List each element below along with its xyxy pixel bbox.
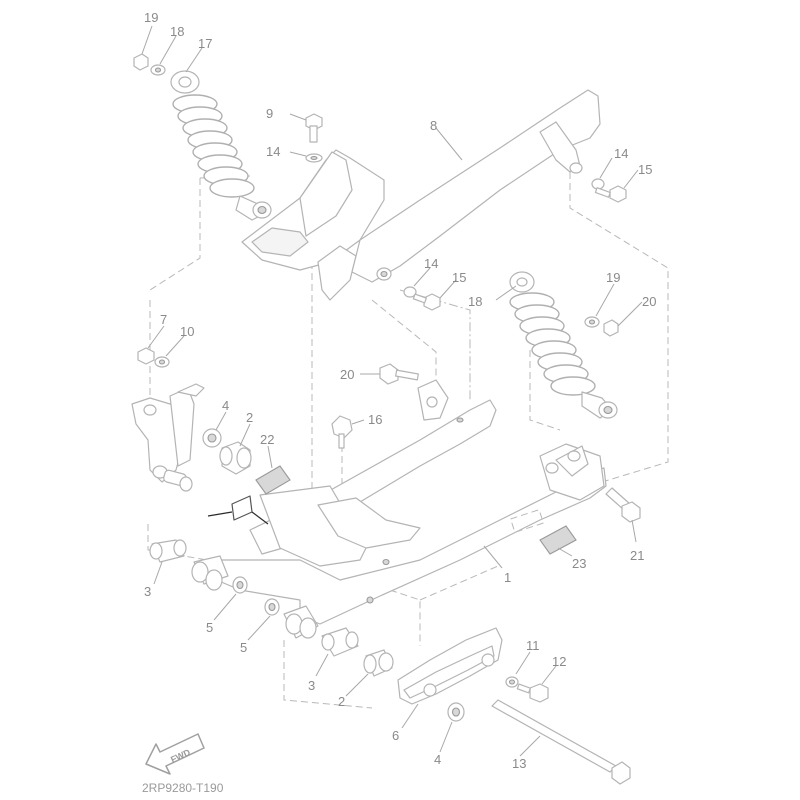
callout-17-top-left: 17 — [198, 36, 212, 51]
chain-case — [241, 89, 601, 301]
callout-20-upper: 20 — [340, 367, 354, 382]
callout-7: 7 — [160, 312, 167, 327]
callout-6: 13 — [512, 756, 526, 771]
washer-4-pivot-shaft-6 — [447, 699, 631, 785]
callout-21: 22 — [260, 432, 274, 447]
callout-4-left: 4 — [222, 398, 229, 413]
callout-15-right: 15 — [638, 162, 652, 177]
callout-8: 10 — [180, 324, 194, 339]
callout-15-mid: 15 — [452, 270, 466, 285]
chain-case-fasteners-right — [403, 178, 627, 311]
bolt-20-upper — [379, 363, 419, 385]
callout-20-right: 21 — [630, 548, 644, 563]
callout-18-top-left: 18 — [170, 24, 184, 39]
swingarm — [209, 379, 607, 625]
label-23 — [231, 495, 253, 521]
right-shock-spring — [509, 292, 596, 396]
left-shock-absorber — [170, 70, 272, 221]
callout-19-top-left: 19 — [144, 10, 158, 25]
left-bracket — [131, 383, 205, 492]
callout-17-right: 18 — [468, 294, 482, 309]
label-22 — [539, 525, 577, 555]
bolt-20-right — [605, 487, 641, 523]
leader-lines — [141, 25, 643, 757]
callout-22: 23 — [572, 556, 586, 571]
clip-16 — [331, 415, 353, 449]
pivot-bushings-left — [149, 539, 319, 639]
callout-1: 1 — [504, 570, 511, 585]
callout-19-right: 20 — [642, 294, 656, 309]
callout-18-right: 19 — [606, 270, 620, 285]
callout-5-left: 5 — [206, 620, 213, 635]
callout-5-mid: 5 — [240, 640, 247, 655]
left-upper-washer-nut — [133, 53, 166, 76]
washer-11-bolt-10 — [505, 676, 549, 703]
callout-14-right: 14 — [614, 146, 628, 161]
callout-14-top: 14 — [266, 144, 280, 159]
callout-2-left: 2 — [246, 410, 253, 425]
right-upper-washer-nut — [584, 316, 619, 337]
drawing-code: 2RP9280-T190 — [142, 781, 224, 795]
callout-13: 9 — [266, 106, 273, 121]
callout-2-lower: 2 — [338, 694, 345, 709]
callout-12: 8 — [430, 118, 437, 133]
callout-9: 6 — [392, 728, 399, 743]
nut-7-washer-8 — [137, 347, 170, 368]
right-shock-absorber — [509, 271, 618, 419]
forward-arrow: FWD — [145, 733, 205, 775]
washer-4-bushing-2-left — [202, 428, 252, 475]
callout-10: 12 — [552, 654, 566, 669]
callout-4-lower: 4 — [434, 752, 441, 767]
callout-numbers: 19 18 17 9 14 8 14 15 14 15 18 19 20 7 1… — [144, 10, 656, 771]
callout-3-left: 3 — [144, 584, 151, 599]
callout-14-mid: 14 — [424, 256, 438, 271]
bolt-13-washer-14 — [305, 113, 323, 163]
callout-3-lower: 3 — [308, 678, 315, 693]
chain-guide — [397, 627, 503, 705]
lower-bushings — [321, 627, 394, 677]
callout-11: 11 — [526, 638, 540, 653]
callout-16: 16 — [368, 412, 382, 427]
left-shock-spring — [172, 94, 255, 198]
label-21 — [255, 465, 291, 495]
